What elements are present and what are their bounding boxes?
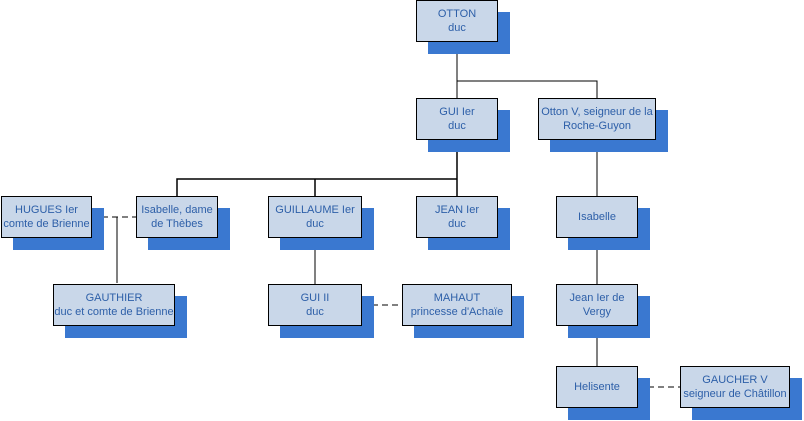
node-name: Helisente (574, 381, 620, 393)
node-box: Otton V, seigneur de la Roche-Guyon (538, 98, 656, 140)
node-title: princesse d'Achaïe (410, 306, 504, 318)
node-jean1[interactable]: JEAN Ier duc (416, 196, 510, 250)
node-box: MAHAUT princesse d'Achaïe (402, 284, 512, 326)
connector-otton-children (456, 42, 598, 98)
node-title: comte de Brienne (3, 218, 90, 230)
node-name: GAUCHER V (702, 374, 768, 386)
node-title: seigneur de Châtillon (683, 388, 787, 400)
node-title: duc (448, 120, 466, 132)
node-title: duc (448, 22, 466, 34)
node-title: Roche-Guyon (563, 120, 631, 132)
node-title: duc et comte de Brienne (54, 306, 174, 318)
node-gui1[interactable]: GUI Ier duc (416, 98, 510, 152)
node-box: Helisente (556, 366, 638, 408)
node-guillaume[interactable]: GUILLAUME Ier duc (268, 196, 374, 250)
node-isabelle-thebes[interactable]: Isabelle, dame de Thèbes (136, 196, 230, 250)
node-title: de Thèbes (151, 218, 203, 230)
node-box: Jean Ier de Vergy (556, 284, 638, 326)
node-name: Jean Ier de (569, 292, 625, 304)
node-helisente[interactable]: Helisente (556, 366, 650, 420)
node-box: Isabelle (556, 196, 638, 238)
node-hugues[interactable]: HUGUES Ier comte de Brienne (1, 196, 104, 250)
node-box: Isabelle, dame de Thèbes (136, 196, 218, 238)
node-mahaut[interactable]: MAHAUT princesse d'Achaïe (402, 284, 524, 338)
node-name: GUILLAUME Ier (275, 204, 355, 216)
connector-gui1-children (176, 140, 458, 196)
node-name: Isabelle, dame (141, 204, 213, 216)
node-box: GAUCHER V seigneur de Châtillon (680, 366, 790, 408)
node-name: HUGUES Ier (15, 204, 78, 216)
node-title: duc (306, 306, 324, 318)
node-name: GAUTHIER (85, 292, 143, 304)
node-gaucher[interactable]: GAUCHER V seigneur de Châtillon (680, 366, 802, 420)
node-name: Otton V, seigneur de la (541, 106, 653, 118)
node-jean-vergy[interactable]: Jean Ier de Vergy (556, 284, 650, 338)
node-isabelle[interactable]: Isabelle (556, 196, 650, 250)
node-gui2[interactable]: GUI II duc (268, 284, 374, 338)
node-title: duc (448, 218, 466, 230)
node-box: GUI Ier duc (416, 98, 498, 140)
node-box: JEAN Ier duc (416, 196, 498, 238)
node-otton5[interactable]: Otton V, seigneur de la Roche-Guyon (538, 98, 668, 152)
node-name: JEAN Ier (434, 204, 479, 216)
node-title: duc (306, 218, 324, 230)
node-name: MAHAUT (433, 292, 481, 304)
node-box: GAUTHIER duc et comte de Brienne (53, 284, 175, 326)
node-name: Isabelle (578, 211, 616, 223)
node-box: OTTON duc (416, 0, 498, 42)
node-name: GUI II (300, 292, 330, 304)
node-box: GUILLAUME Ier duc (268, 196, 362, 238)
node-name: OTTON (437, 8, 477, 20)
node-name: GUI Ier (439, 106, 475, 118)
node-title: Vergy (582, 306, 612, 318)
node-box: GUI II duc (268, 284, 362, 326)
node-box: HUGUES Ier comte de Brienne (1, 196, 92, 238)
node-gauthier[interactable]: GAUTHIER duc et comte de Brienne (53, 284, 187, 338)
node-otton[interactable]: OTTON duc (416, 0, 510, 54)
